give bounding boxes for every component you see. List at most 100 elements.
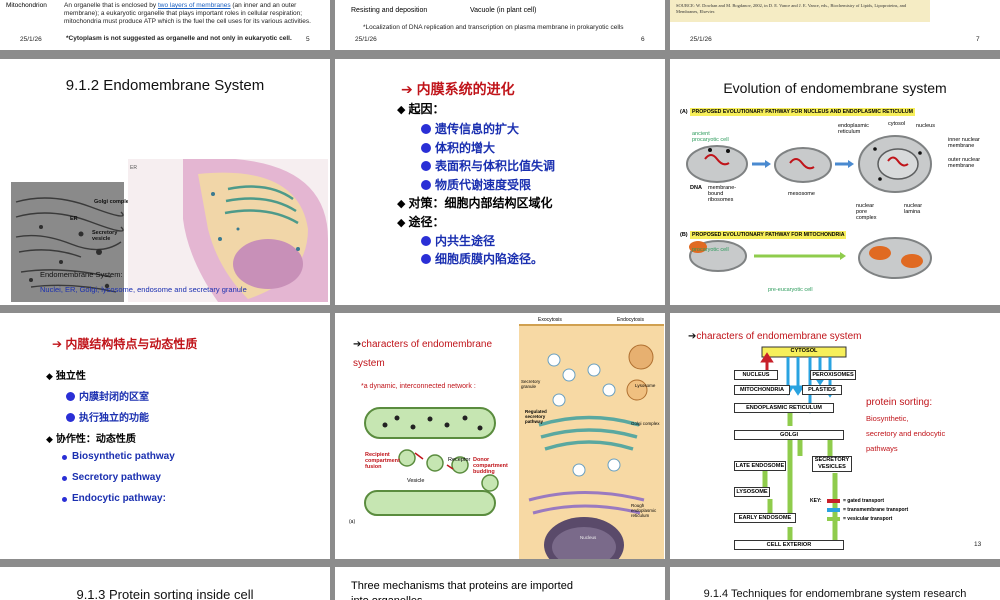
slide-evolution-cn[interactable]: ➔ 内膜系统的进化 ◆起因： 遗传信息的扩大 体积的增大 表面积与体积比值失调 … <box>335 59 665 305</box>
subcaption: Nuclei, ER, Golgi, lysosome, endosome an… <box>40 285 247 294</box>
def-before: An organelle that is enclosed by <box>64 2 158 9</box>
panel-label: (A) <box>680 109 688 115</box>
arrow-icon: ➔ <box>401 81 417 97</box>
cause-text: 起因： <box>408 102 445 116</box>
diamond-icon: ◆ <box>397 198 406 210</box>
slide-6[interactable]: Resisting and deposition Vacuole (in pla… <box>335 0 665 50</box>
item: 执行独立的功能 <box>66 409 149 424</box>
box-early-endosome: EARLY ENDOSOME <box>734 513 796 523</box>
definition: An organelle that is enclosed by two lay… <box>64 2 314 26</box>
path-text: 途径： <box>408 215 445 229</box>
title-text: 内膜结构特点与动态性质 <box>65 337 198 351</box>
slide-date: 25/1/26 <box>20 36 42 43</box>
box-er: ENDOPLASMIC RETICULUM <box>734 403 834 413</box>
item-text: 内共生途径 <box>435 234 496 248</box>
label-mesosome: mesosome <box>788 191 815 197</box>
box-late-endosome: LATE ENDOSOME <box>734 461 786 471</box>
key-vesicular: = vesicular transport <box>843 516 893 522</box>
arrow-icon: ➔ <box>52 337 66 351</box>
diamond-icon: ◆ <box>397 217 406 229</box>
slide-title: ➔ 内膜系统的进化 <box>401 79 515 99</box>
source-box <box>670 0 930 22</box>
slide-protein-sorting[interactable]: ➔characters of endomembrane system CYTOS… <box>670 313 1000 559</box>
sorting-line: Biosynthetic, <box>866 414 909 423</box>
key-gated: = gated transport <box>843 498 884 504</box>
label-cytosol: cytosol <box>888 121 906 127</box>
slide-title: ➔ 内膜结构特点与动态性质 <box>52 335 197 352</box>
slide-protein-sorting-inside[interactable]: 9.1.3 Protein sorting inside cell <box>0 567 330 600</box>
label-vesicle: Vesicle <box>407 478 425 484</box>
cause-item: 遗传信息的扩大 <box>421 120 519 137</box>
bullet-icon <box>62 455 67 460</box>
title-text: characters of endomembrane system <box>353 339 493 369</box>
bullet-icon <box>421 236 431 246</box>
item-text: Secretory pathway <box>72 472 161 483</box>
label-preeu: pre-eucaryotic cell <box>768 287 813 293</box>
label-secretory-granule: Secretory granule <box>521 379 541 389</box>
slide-7[interactable]: SOURCE: W. Dowhan and M. Bogdanov, 2002,… <box>670 0 1000 50</box>
micrograph-art <box>11 182 124 302</box>
slide-number: 7 <box>976 36 980 43</box>
term: Mitochondrion <box>6 2 47 9</box>
slide-evolution-en[interactable]: Evolution of endomembrane system (A) PRO… <box>670 59 1000 305</box>
item-text: 细胞质膜内陷途径。 <box>435 252 544 266</box>
label-ribosomes: membrane-bound ribosomes <box>708 185 737 203</box>
slide-endomembrane[interactable]: 9.1.2 Endomembrane System Golgi complex … <box>0 59 330 305</box>
label-inner: inner nuclear membrane <box>948 137 980 149</box>
bullet-icon <box>421 143 431 153</box>
item-text: 内膜封闭的区室 <box>79 392 149 403</box>
def-link[interactable]: two layers of membranes <box>157 2 231 9</box>
evolution-diagram <box>686 135 932 279</box>
box-nucleus: NUCLEUS <box>734 370 778 380</box>
item-text: 执行独立的功能 <box>79 413 149 424</box>
panel-a-title: PROPOSED EVOLUTIONARY PATHWAY FOR NUCLEU… <box>690 108 915 116</box>
sorting-line: pathways <box>866 444 898 453</box>
item: Biosynthetic pathway <box>62 451 175 462</box>
caption: Endomembrane System: <box>40 270 123 279</box>
cause-item: 物质代谢速度受限 <box>421 176 531 193</box>
slide-title: ➔characters of endomembrane system <box>688 331 861 342</box>
heading-independence: ◆独立性 <box>46 367 86 382</box>
bullet-icon <box>66 413 75 422</box>
label-lamina: nuclear lamina <box>904 203 923 215</box>
item-text: Endocytic pathway: <box>72 493 166 504</box>
label-lysosome: Lysosome <box>635 383 656 388</box>
slide-title: Three mechanisms that proteins are impor… <box>351 580 573 600</box>
label-nucleus: nucleus <box>916 123 935 129</box>
label-dna: DNA <box>690 185 702 191</box>
slide-title: 9.1.3 Protein sorting inside cell <box>76 587 254 600</box>
heading-text: 协作性：动态性质 <box>55 434 136 445</box>
slide-three-mechanisms[interactable]: Three mechanisms that proteins are impor… <box>335 567 665 600</box>
path-item: 内共生途径 <box>421 232 495 249</box>
sorting-line: secretory and endocytic <box>866 429 946 438</box>
def-after: (an inner and an outer membrane); a euka… <box>64 2 311 25</box>
title-text: characters of endomembrane system <box>696 331 862 342</box>
item-text: 表面积与体积比值失调 <box>435 159 556 173</box>
slide-features[interactable]: ➔ 内膜结构特点与动态性质 ◆独立性 内膜封闭的区室 执行独立的功能 ◆协作性：… <box>0 313 330 559</box>
diamond-icon: ◆ <box>46 434 53 444</box>
box-lysosome: LYSOSOME <box>734 487 770 497</box>
svg-text:ER: ER <box>130 165 137 171</box>
bullet-icon <box>421 254 431 264</box>
box-golgi: GOLGI <box>734 430 844 440</box>
label-er: ER <box>70 216 78 222</box>
slide-network[interactable]: ➔characters of endomembrane system *a dy… <box>335 313 665 559</box>
slide-5[interactable]: Mitochondrion An organelle that is enclo… <box>0 0 330 50</box>
item: 内膜封闭的区室 <box>66 388 149 403</box>
panel-label: (B) <box>680 232 688 238</box>
label-rough-er: Rough endoplasmic reticulum <box>631 503 657 518</box>
bullet-icon <box>421 124 431 134</box>
slide-title: 9.1.2 Endomembrane System <box>65 77 265 94</box>
cause-item: 表面积与体积比值失调 <box>421 157 555 174</box>
slide-techniques[interactable]: 9.1.4 Techniques for endomembrane system… <box>670 567 1000 600</box>
slide-title: Evolution of endomembrane system <box>723 80 947 96</box>
slide-title: 9.1.4 Techniques for endomembrane system… <box>703 588 967 600</box>
slide-number: 13 <box>974 541 982 548</box>
label-golgi: Golgi complex <box>94 199 132 205</box>
label-vesicle: Secretory vesicle <box>92 230 118 242</box>
cause-item: 体积的增大 <box>421 139 495 156</box>
item: Secretory pathway <box>62 472 161 483</box>
micrograph <box>11 182 124 302</box>
arrow-icon: ➔ <box>688 331 697 342</box>
label-procell: procaryotic cell <box>692 247 729 253</box>
